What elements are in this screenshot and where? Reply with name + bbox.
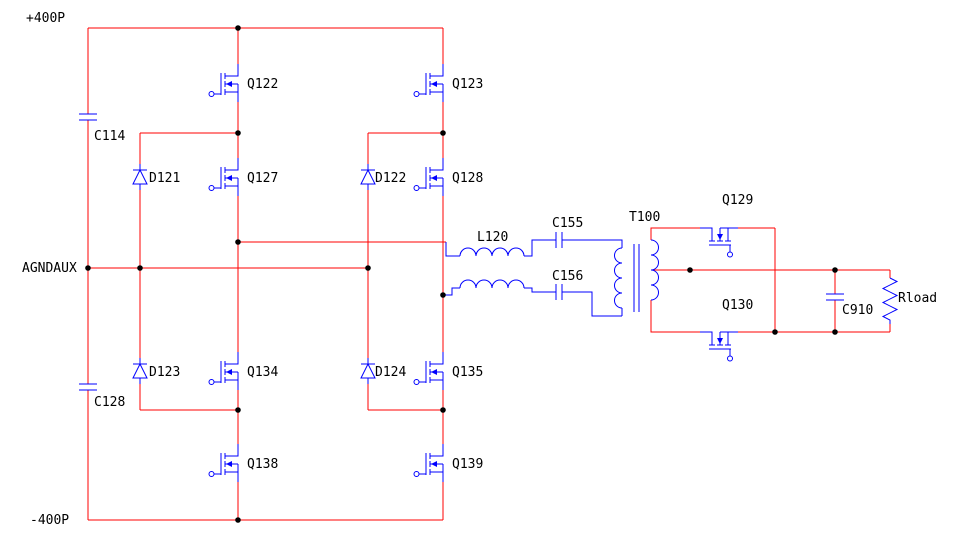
junction-dot	[137, 265, 143, 271]
junction-dot	[440, 130, 446, 136]
mosfet-q122-symbol	[208, 63, 239, 103]
junction-dots	[85, 25, 838, 523]
mosfet-q135-symbol	[413, 351, 444, 391]
ref-label-q139: Q139	[452, 457, 483, 472]
net-label-negative-rail: -400P	[30, 513, 69, 528]
junction-dot	[832, 329, 838, 335]
junction-dot	[235, 517, 241, 523]
junction-dot	[235, 25, 241, 31]
ref-label-q135: Q135	[452, 365, 483, 380]
ref-label-q128: Q128	[452, 171, 483, 186]
diode-d121-symbol	[132, 163, 148, 191]
ref-label-d123: D123	[149, 365, 180, 380]
mosfet-q134-symbol	[208, 351, 239, 391]
net-label-aux-ground: AGNDAUX	[22, 261, 77, 276]
ref-label-c155: C155	[552, 216, 583, 231]
ref-label-q138: Q138	[247, 457, 278, 472]
capacitor-c910-symbol	[825, 293, 845, 301]
ref-label-d121: D121	[149, 171, 180, 186]
junction-dot	[440, 407, 446, 413]
junction-dot	[235, 239, 241, 245]
ref-label-rload: Rload	[898, 291, 937, 306]
junction-dot	[440, 292, 446, 298]
junction-dot	[235, 130, 241, 136]
mosfet-q130-symbol	[699, 331, 739, 362]
labels: +400P -400P AGNDAUX C114 C128 Q122 Q123 …	[22, 11, 937, 528]
symbols	[78, 63, 899, 483]
mosfet-q128-symbol	[413, 157, 444, 197]
ref-label-c114: C114	[94, 129, 125, 144]
junction-dot	[687, 267, 693, 273]
capacitor-c114-symbol	[78, 113, 98, 121]
ref-label-c910: C910	[842, 303, 873, 318]
mosfet-q123-symbol	[413, 63, 444, 103]
transformer-t100-primary-winding	[614, 247, 623, 309]
junction-dot	[772, 329, 778, 335]
inductor-l120-bottom-winding	[459, 279, 525, 289]
ref-label-q127: Q127	[247, 171, 278, 186]
inductor-l120-top-winding	[459, 247, 525, 257]
ref-label-c156: C156	[552, 269, 583, 284]
filter-stage-wires	[443, 239, 623, 317]
junction-dot	[832, 267, 838, 273]
mosfet-q129-symbol	[699, 227, 739, 258]
capacitor-c128-symbol	[78, 383, 98, 391]
ref-label-q130: Q130	[722, 298, 753, 313]
wires	[87, 27, 891, 521]
ref-label-c128: C128	[94, 395, 125, 410]
diode-d123-symbol	[132, 357, 148, 385]
capacitor-c155-symbol	[555, 231, 563, 249]
power-and-bridge-wires	[87, 27, 891, 521]
transformer-t100-core	[633, 244, 640, 312]
ref-label-d122: D122	[375, 171, 406, 186]
transformer-t100-secondary-winding	[650, 239, 659, 301]
mosfet-q138-symbol	[208, 443, 239, 483]
ref-label-q134: Q134	[247, 365, 278, 380]
resistor-rload-symbol	[881, 277, 899, 324]
net-label-positive-rail: +400P	[26, 11, 65, 26]
ref-label-q122: Q122	[247, 77, 278, 92]
junction-dot	[85, 265, 91, 271]
diode-d124-symbol	[360, 357, 376, 385]
ref-label-l120: L120	[477, 230, 508, 245]
junction-dot	[365, 265, 371, 271]
mosfet-q139-symbol	[413, 443, 444, 483]
junction-dot	[235, 407, 241, 413]
ref-label-q123: Q123	[452, 77, 483, 92]
ref-label-d124: D124	[375, 365, 406, 380]
ref-label-t100: T100	[629, 210, 660, 225]
diode-d122-symbol	[360, 163, 376, 191]
capacitor-c156-symbol	[555, 283, 563, 301]
mosfet-q127-symbol	[208, 157, 239, 197]
ref-label-q129: Q129	[722, 193, 753, 208]
